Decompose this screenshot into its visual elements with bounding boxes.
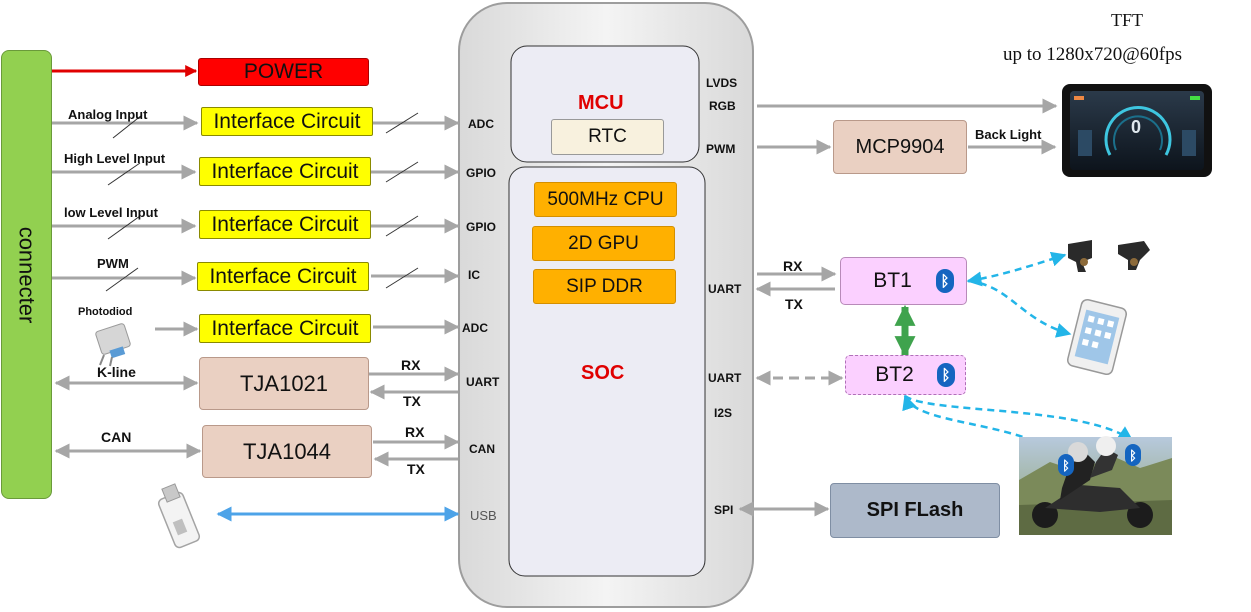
pin-can: CAN (469, 442, 495, 456)
pin-uart-kline: UART (466, 375, 500, 389)
ddr-label: SIP DDR (566, 275, 643, 297)
power-label: POWER (243, 60, 324, 83)
mcp9904-chip: MCP9904 (833, 120, 967, 174)
input-label-photodiod: Photodiod (78, 306, 133, 318)
connector-bar: connecter (1, 50, 52, 499)
kline-rx-label: RX (401, 357, 421, 373)
can-rx-label: RX (405, 424, 425, 440)
bluetooth-icon: ᛒ (936, 269, 954, 293)
interface-circuit-high-level: Interface Circuit (199, 157, 371, 186)
interface-circuit-label: Interface Circuit (211, 212, 359, 236)
bt2-label: BT2 (875, 363, 914, 386)
tpms-sensors-image (1068, 240, 1150, 272)
spi-flash-block: SPI FLash (830, 483, 1000, 538)
pin-usb: USB (470, 508, 497, 523)
tft-speed-digit: 0 (1131, 117, 1142, 137)
interface-circuit-label: Interface Circuit (209, 264, 357, 288)
photodiode-image (95, 323, 131, 367)
connector-label: connecter (14, 226, 40, 323)
bluetooth-icon: ᛒ (1125, 444, 1141, 466)
soc-title: SOC (581, 362, 625, 384)
can-tx-label: TX (407, 461, 425, 477)
interface-circuit-pwm: Interface Circuit (197, 262, 369, 291)
pin-spi: SPI (714, 503, 734, 517)
tja1044-label: TJA1044 (242, 438, 332, 464)
pin-gpio-1: GPIO (466, 166, 497, 180)
cpu-block: 500MHz CPU (534, 182, 677, 217)
interface-circuit-low-level: Interface Circuit (199, 210, 371, 239)
bt1-rx-label: RX (783, 258, 803, 274)
input-label-low-level: low Level Input (64, 205, 158, 220)
bt1-block: BT1 ᛒ (840, 257, 967, 305)
cpu-label: 500MHz CPU (547, 188, 664, 210)
power-block: POWER (198, 58, 369, 86)
rtc-label: RTC (588, 126, 627, 147)
tja1021-label: TJA1021 (239, 370, 329, 396)
kline-label: K-line (97, 364, 136, 380)
bluetooth-icon: ᛒ (937, 363, 955, 387)
can-label: CAN (101, 429, 132, 445)
backlight-label: Back Light (975, 127, 1042, 142)
pin-rgb: RGB (709, 99, 736, 113)
spi-flash-label: SPI FLash (866, 499, 964, 521)
interface-circuit-label: Interface Circuit (211, 316, 359, 340)
pin-adc-2: ADC (462, 321, 488, 335)
tja1044-chip: TJA1044 (202, 425, 372, 478)
tft-display-image (1062, 84, 1212, 177)
pin-uart-bt2: UART (708, 371, 742, 385)
ddr-block: SIP DDR (533, 269, 676, 304)
pin-pwm: PWM (706, 142, 736, 156)
tja1021-chip: TJA1021 (199, 357, 369, 410)
smartphone-image (1066, 298, 1128, 376)
kline-tx-label: TX (403, 393, 421, 409)
interface-circuit-label: Interface Circuit (213, 109, 361, 133)
motorcycle-riders-image (1019, 436, 1172, 535)
pin-gpio-2: GPIO (466, 220, 497, 234)
tft-title: TFT (1111, 10, 1144, 30)
pin-uart-bt1: UART (708, 282, 742, 296)
interface-circuit-label: Interface Circuit (211, 159, 359, 183)
mcu-title: MCU (578, 92, 624, 114)
tft-subtitle: up to 1280x720@60fps (1003, 44, 1182, 65)
pin-i2s: I2S (714, 406, 733, 420)
mcp9904-label: MCP9904 (855, 135, 945, 158)
bus-slash-marks (105, 112, 419, 292)
interface-circuit-photodiod: Interface Circuit (199, 314, 371, 343)
bt1-tx-label: TX (785, 296, 803, 312)
input-label-pwm: PWM (97, 256, 129, 271)
rtc-block: RTC (551, 119, 664, 155)
bt1-label: BT1 (873, 269, 912, 292)
pin-ic: IC (468, 268, 480, 282)
right-links (738, 98, 1058, 517)
gpu-block: 2D GPU (532, 226, 675, 261)
pin-lvds: LVDS (706, 76, 738, 90)
usb-dongle-image (157, 483, 201, 549)
gpu-label: 2D GPU (568, 232, 639, 254)
bt2-block: BT2 ᛒ (845, 355, 966, 395)
interface-circuit-analog: Interface Circuit (201, 107, 373, 136)
input-label-analog: Analog Input (68, 107, 148, 122)
bluetooth-icon: ᛒ (1058, 454, 1074, 476)
input-label-high-level: High Level Input (64, 151, 166, 166)
pin-adc-1: ADC (468, 117, 494, 131)
